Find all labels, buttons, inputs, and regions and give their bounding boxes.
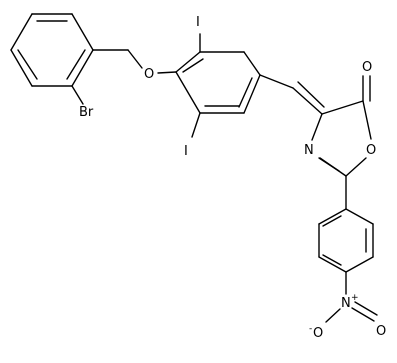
bond [292, 87, 323, 115]
bond [175, 71, 201, 114]
bond [362, 100, 372, 140]
atom-label-n-ring: N [304, 143, 314, 158]
bond [354, 301, 378, 316]
atom-label-o-nitro-right: O [376, 324, 386, 339]
bond [321, 100, 364, 115]
atom-label-o-carbonyl: O [362, 60, 372, 75]
bond [243, 51, 261, 76]
bond [345, 157, 367, 177]
bond [322, 254, 342, 266]
bond [71, 85, 84, 105]
bond [311, 113, 323, 141]
charge-plus: + [351, 293, 359, 303]
bond [10, 49, 33, 87]
bond [243, 74, 261, 114]
atom-label-o-ring: O [366, 143, 376, 158]
atom-label-n-nitro: N [341, 296, 351, 311]
bond [10, 13, 33, 51]
bond [318, 256, 347, 273]
bond [259, 74, 294, 89]
bond [318, 208, 347, 225]
bonds [10, 13, 378, 323]
bond [351, 307, 375, 322]
bond [345, 256, 374, 273]
atom-label-o-nitro-left: O [313, 326, 323, 341]
bond [175, 51, 201, 73]
bond [322, 215, 342, 227]
bond [345, 208, 374, 225]
bond [325, 308, 341, 323]
bond [318, 157, 340, 172]
atom-label-o-ether: O [144, 67, 154, 82]
bond [157, 71, 177, 74]
bond [191, 112, 201, 138]
bond [297, 81, 325, 108]
atom-label-i-bottom: I [184, 144, 188, 159]
bond [238, 77, 253, 108]
bond [71, 13, 94, 51]
bond [17, 49, 38, 80]
atom-label-i-top: I [196, 15, 200, 30]
bond [66, 49, 86, 80]
atom-labels: Br O I I O N O N + O - O [79, 15, 386, 341]
bond [127, 49, 143, 69]
atom-label-br: Br [79, 105, 94, 120]
bond [71, 49, 94, 87]
charge-minus: - [309, 324, 312, 334]
bond [182, 58, 204, 73]
